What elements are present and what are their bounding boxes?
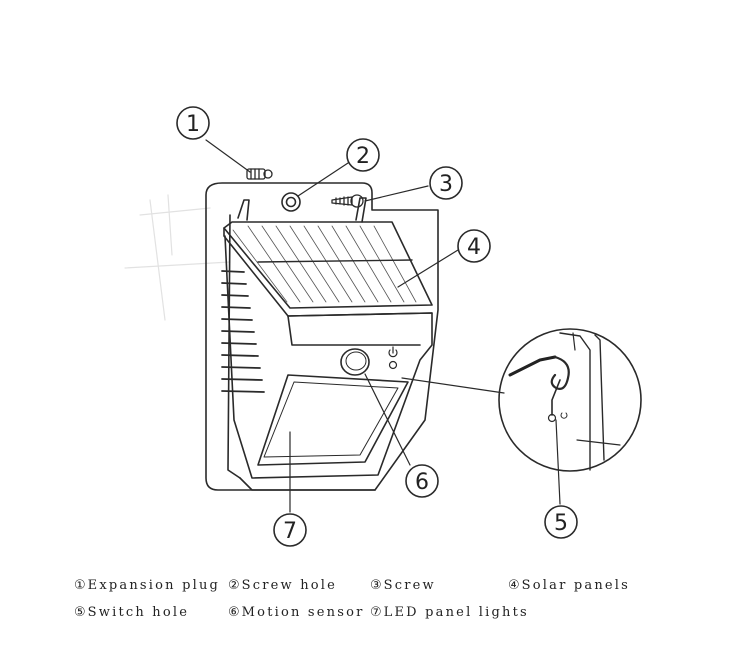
solar-light-diagram: 1 2 3 4 5 6 7 [124,106,642,547]
watermark-strokes [124,194,231,321]
screw-hole [281,192,301,212]
screw [331,194,364,208]
leader-lines [205,139,561,513]
solar-panel-frame [223,221,433,309]
back-plate-inner [227,214,241,479]
legend-label: Expansion plug [87,578,221,593]
callouts: 1 2 3 4 5 6 7 [176,106,578,547]
svg-text:1: 1 [186,112,200,137]
housing-bottom-edge [239,477,376,491]
legend-num: ⑥ [228,605,240,620]
legend-num: ② [228,578,240,593]
mount-tab-left [237,199,250,221]
legend-num: ④ [508,578,520,593]
svg-text:3: 3 [439,172,453,197]
legend-label: Solar panels [521,578,631,593]
legend-num: ① [74,578,86,593]
legend-num: ③ [370,578,382,593]
expansion-plug [246,168,273,180]
housing-bezel [287,315,421,346]
legend-label: Switch hole [87,605,190,620]
legend-num: ⑦ [370,605,382,620]
svg-text:5: 5 [554,511,568,536]
callout-5: 5 [544,505,578,539]
callout-6: 6 [405,464,439,498]
callout-3: 3 [429,166,463,200]
led-panel-inner [263,381,399,458]
zoom-detail [498,328,642,472]
svg-text:7: 7 [283,519,297,544]
led-panel [257,374,409,466]
vent-slots [221,270,265,393]
mount-tab-right [355,197,367,223]
svg-text:2: 2 [356,144,370,169]
motion-sensor [340,348,370,376]
switch-hole [388,346,398,370]
legend-label: Motion sensor [241,605,365,620]
solar-panel-cells [232,225,417,303]
legend-label: Screw [383,578,436,593]
legend-label: LED panel lights [383,605,529,620]
housing-front [224,235,433,479]
callout-2: 2 [346,138,380,172]
svg-text:4: 4 [467,235,481,260]
legend-num: ⑤ [74,605,86,620]
callout-1: 1 [176,106,210,140]
callout-7: 7 [273,513,307,547]
hook-tool [508,355,557,377]
callout-4: 4 [457,229,491,263]
legend-label: Screw hole [241,578,338,593]
svg-text:6: 6 [415,470,429,495]
back-plate [205,182,439,491]
